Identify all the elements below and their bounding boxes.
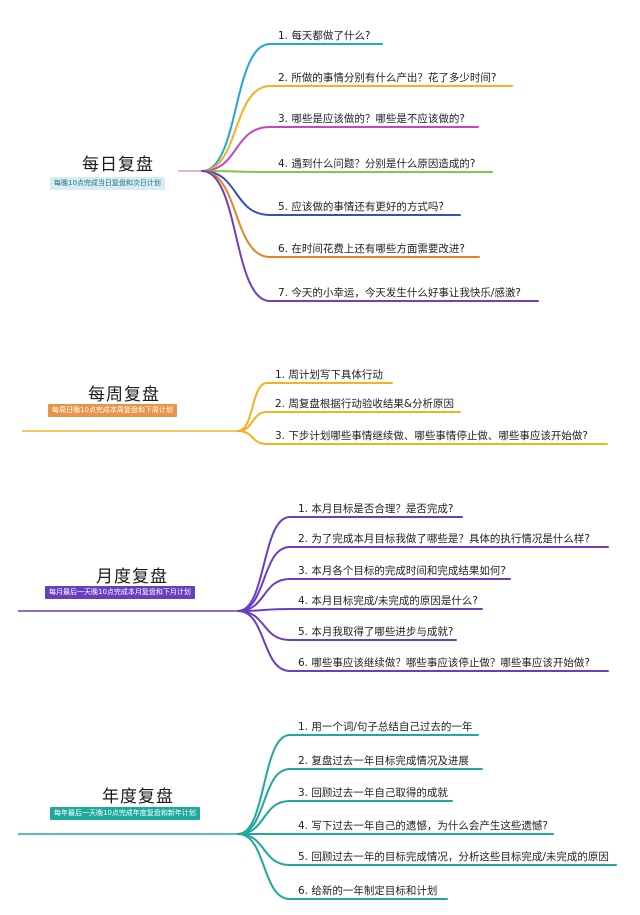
- branch-item-label: 3. 回顾过去一年自己取得的成就: [298, 787, 448, 799]
- branch-connector: [237, 430, 608, 445]
- branch-item-label: 2. 周复盘根据行动验收结果&分析原因: [275, 398, 455, 410]
- section-title: 月度复盘: [96, 567, 168, 587]
- branch-connector: [201, 126, 479, 172]
- branch-connector: [237, 734, 479, 835]
- branch-connector: [201, 170, 539, 302]
- branch-connector: [237, 516, 463, 612]
- branch-connector: [237, 546, 609, 612]
- branch-item-label: 4. 本月目标完成/未完成的原因是什么?: [298, 595, 478, 607]
- branch-connector: [201, 85, 513, 172]
- branch-item-label: 3. 本月各个目标的完成时间和完成结果如何?: [298, 565, 506, 577]
- branch-item-label: 4. 写下过去一年自己的遗憾，为什么会产生这些遗憾?: [298, 820, 548, 832]
- section-3-branches: [18, 516, 609, 672]
- branch-item-label: 1. 本月目标是否合理？是否完成?: [298, 503, 454, 515]
- branch-item-label: 3. 哪些是应该做的？哪些是不应该做的?: [278, 113, 465, 125]
- branch-item-label: 2. 复盘过去一年目标完成情况及进展: [298, 755, 469, 767]
- branch-connector: [201, 170, 493, 173]
- branch-item-label: 5. 本月我取得了哪些进步与成就?: [298, 626, 454, 638]
- branch-connector: [237, 578, 511, 612]
- branch-item-label: 2. 所做的事情分别有什么产出？花了多少时间?: [278, 72, 497, 84]
- branch-connector: [201, 43, 383, 172]
- branch-item-label: 7. 今天的小幸运，今天发生什么好事让我快乐/感激?: [278, 287, 521, 299]
- branch-item-label: 6. 哪些事应该继续做？哪些事应该停止做？哪些事应该开始做?: [298, 657, 590, 669]
- section-schedule-tag: 每周日晚10点完成本周复盘和下周计划: [48, 404, 177, 417]
- section-title: 年度复盘: [102, 787, 174, 807]
- branch-item-label: 1. 每天都做了什么?: [278, 30, 371, 42]
- branch-item-label: 6. 给新的一年制定目标和计划: [298, 885, 438, 897]
- branch-connector: [237, 411, 461, 432]
- section-title: 每日复盘: [82, 155, 154, 175]
- branch-item-label: 1. 周计划写下具体行动: [275, 369, 383, 381]
- branch-item-label: 6. 在时间花费上还有哪些方面需要改进?: [278, 243, 465, 255]
- branch-connector: [237, 800, 453, 835]
- section-schedule-tag: 每晚10点完成当日复盘和次日计划: [50, 177, 165, 190]
- branch-item-label: 3. 下步计划哪些事情继续做、哪些事情停止做、哪些事应该开始做?: [275, 430, 588, 442]
- section-schedule-tag: 每年最后一天晚10点完成年度复盘和新年计划: [50, 807, 200, 820]
- section-4-branches: [18, 734, 617, 900]
- section-1-branches: [178, 43, 539, 302]
- branch-connector: [237, 833, 448, 900]
- branch-item-label: 5. 回顾过去一年的目标完成情况，分析这些目标完成/未完成的原因: [298, 851, 609, 863]
- section-2-branches: [22, 382, 608, 445]
- branch-connector: [237, 610, 609, 672]
- branch-connector: [201, 170, 480, 258]
- branch-item-label: 2. 为了完成本月目标我做了哪些是？具体的执行情况是什么样?: [298, 533, 590, 545]
- section-schedule-tag: 每月最后一天晚10点完成本月复盘和下月计划: [45, 586, 195, 599]
- branch-item-label: 5. 应该做的事情还有更好的方式吗?: [278, 201, 444, 213]
- branch-connector: [201, 170, 461, 216]
- section-title: 每周复盘: [88, 385, 160, 405]
- branch-connector: [237, 833, 617, 866]
- branch-connector: [237, 768, 483, 835]
- branch-connector: [237, 608, 483, 612]
- branch-item-label: 1. 用一个词/句子总结自己过去的一年: [298, 721, 473, 733]
- branch-item-label: 4. 遇到什么问题？分别是什么原因造成的?: [278, 158, 476, 170]
